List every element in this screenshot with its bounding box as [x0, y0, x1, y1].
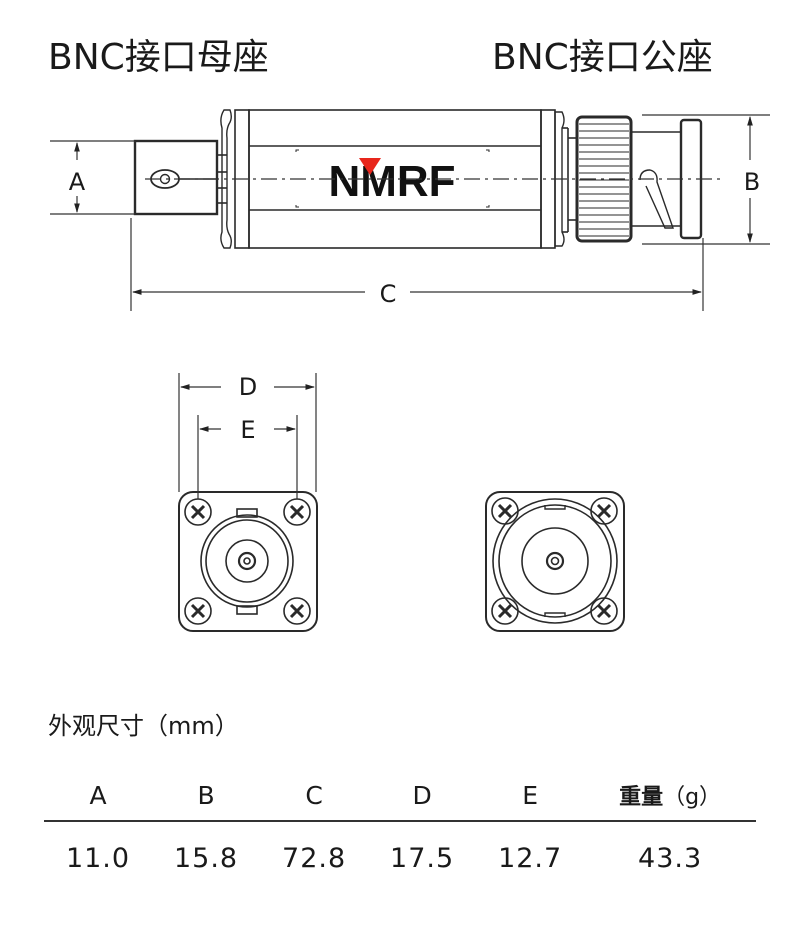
- value-c: 72.8: [282, 842, 347, 874]
- dimensions-section-title: 外观尺寸（mm）: [48, 712, 239, 740]
- header-b: B: [152, 770, 261, 822]
- weight-label: 重量: [619, 785, 664, 810]
- weight-unit: （g）: [663, 785, 722, 810]
- value-d: 17.5: [390, 842, 455, 874]
- nmrf-logo: NMRF: [328, 157, 455, 206]
- screw-icon: [491, 497, 519, 525]
- screw-icon: [590, 497, 618, 525]
- female-front-view: [178, 491, 318, 632]
- dimension-c: [130, 218, 704, 311]
- dimension-b: [642, 114, 770, 245]
- female-connector-title: BNC接口母座: [48, 37, 269, 78]
- value-weight: 43.3: [638, 842, 703, 874]
- dimension-d-label: D: [239, 373, 257, 401]
- dimensions-table: A B C D E 重量（g） 11.0 15.8 72.8 17.5 12.7…: [44, 770, 756, 894]
- screw-icon: [491, 597, 519, 625]
- dimension-e-label: E: [240, 416, 255, 444]
- screw-icon: [184, 597, 212, 625]
- female-jack-body: [133, 139, 219, 216]
- dimension-d: [178, 373, 317, 492]
- side-view: [133, 109, 703, 249]
- table-row: 11.0 15.8 72.8 17.5 12.7 43.3: [44, 821, 756, 894]
- dimension-a: [50, 140, 135, 215]
- header-d: D: [368, 770, 477, 822]
- technical-drawing: NMRF A B C: [50, 109, 770, 632]
- value-b: 15.8: [173, 842, 239, 874]
- screw-icon: [283, 498, 311, 526]
- header-weight: 重量（g）: [584, 770, 756, 822]
- value-e: 12.7: [498, 842, 563, 874]
- logo-triangle-icon: [359, 158, 381, 175]
- header-c: C: [260, 770, 369, 822]
- dimension-a-label: A: [69, 168, 86, 196]
- dimension-b-label: B: [744, 168, 760, 196]
- table-header-row: A B C D E 重量（g）: [44, 770, 756, 822]
- screw-icon: [283, 597, 311, 625]
- screw-icon: [184, 498, 212, 526]
- male-connector-title: BNC接口公座: [492, 37, 713, 78]
- screw-icon: [590, 597, 618, 625]
- value-a: 11.0: [65, 842, 131, 874]
- male-front-view: [485, 491, 625, 632]
- header-a: A: [44, 770, 153, 822]
- dimension-e: [197, 415, 298, 499]
- dimension-c-label: C: [380, 280, 397, 308]
- logo-text: NMRF: [328, 157, 455, 206]
- header-e: E: [476, 770, 585, 822]
